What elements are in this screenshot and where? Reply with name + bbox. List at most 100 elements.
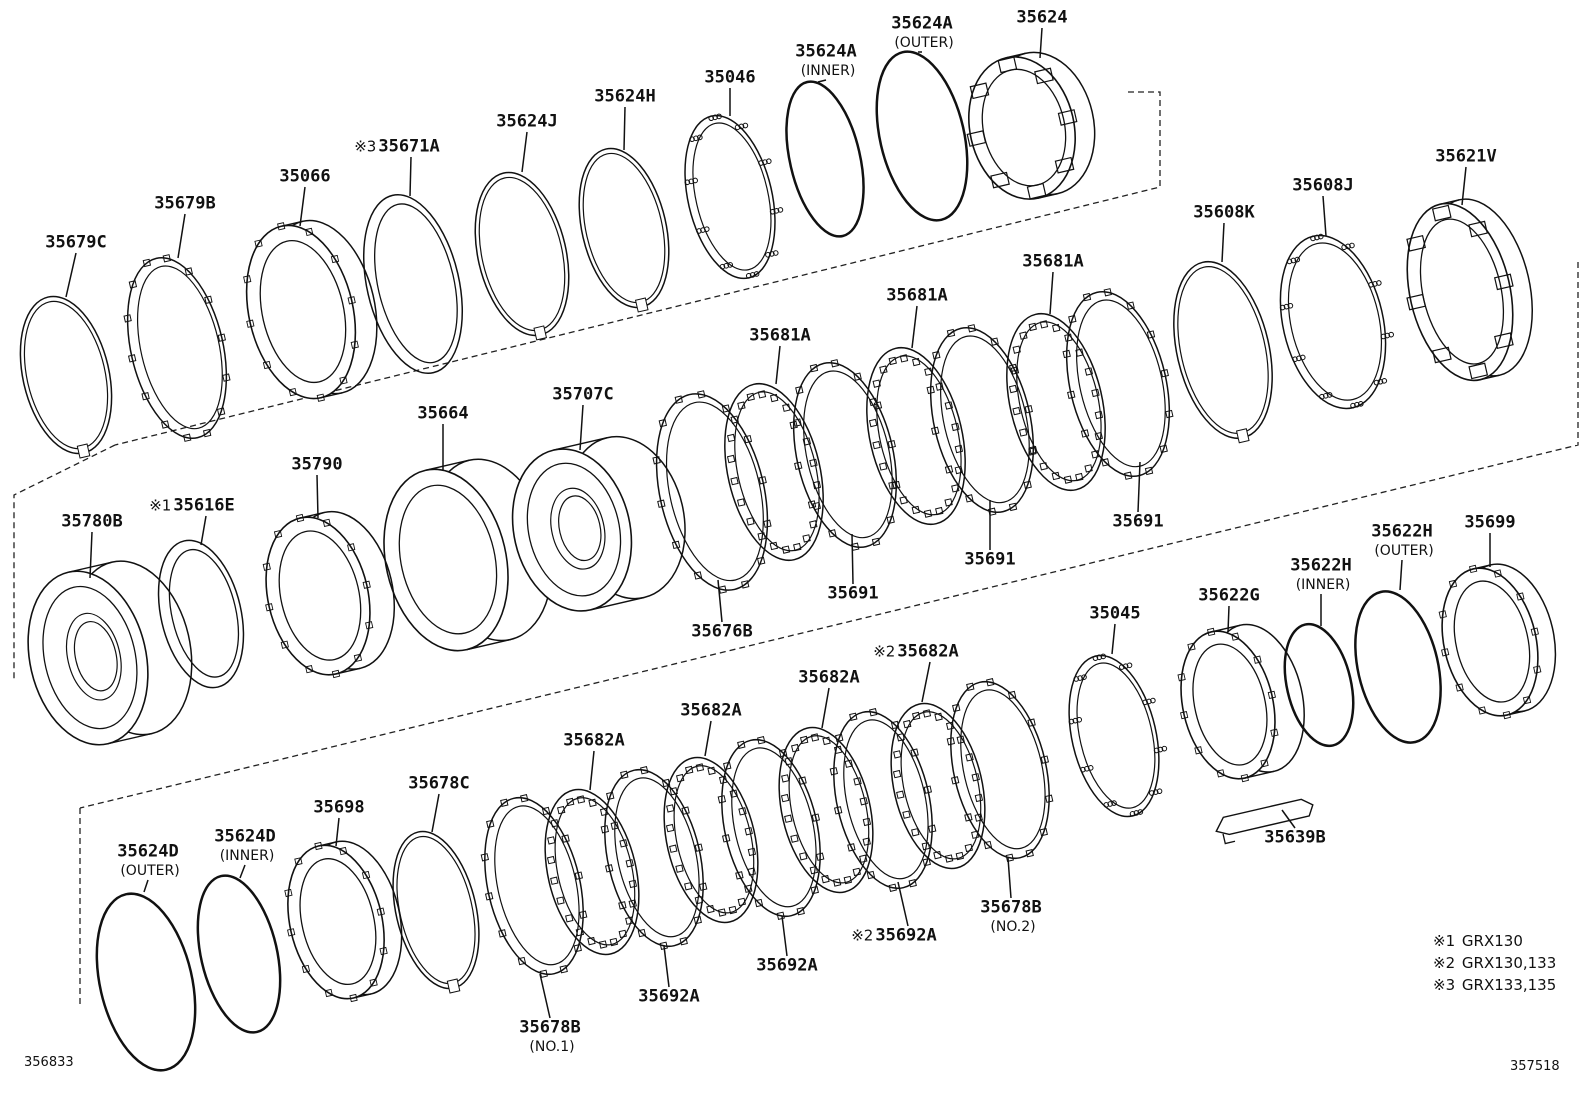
part-35678B-1 — [480, 794, 588, 978]
leader-35682A-2 — [821, 687, 830, 729]
callout-number: 35682A — [680, 700, 742, 721]
part-35624D-outer — [95, 892, 197, 1072]
callout-number: 35698 — [313, 797, 365, 818]
leader-35691-1 — [851, 533, 854, 585]
part-35691-2 — [926, 324, 1038, 516]
callout-35045: 35045 — [1089, 603, 1141, 624]
callout-35664: 35664 — [417, 403, 469, 424]
callout-sub-35678B-2: (NO.2) — [990, 919, 1036, 935]
part-35681A-3 — [1006, 312, 1106, 492]
callout-number: 35622H — [1290, 555, 1352, 576]
callout-number: 35682A — [798, 667, 860, 688]
callout-35624: 35624 — [1016, 7, 1068, 28]
part-35692A-3 — [600, 766, 708, 950]
callout-35622G: 35622G — [1198, 587, 1259, 605]
part-35622H-outer — [1354, 590, 1442, 744]
callout-number: 35676B — [691, 621, 753, 642]
callout-mark: ※3 — [354, 137, 377, 156]
callout-number: 35624H — [594, 86, 656, 107]
callout-number: 35622H — [1371, 521, 1433, 542]
callout-sub-35622H-inner: (INNER) — [1295, 577, 1351, 593]
notes-legend: ※1 GRX130 ※2 GRX130,133 ※3 GRX133,135 — [1433, 930, 1556, 996]
callout-35691-2: 35691 — [964, 549, 1016, 570]
callout-number: 35678B — [519, 1017, 581, 1038]
part-35045 — [1068, 653, 1168, 818]
part-35664 — [383, 458, 553, 652]
leader-35681A-1 — [775, 345, 781, 385]
leader-35678C — [431, 793, 440, 833]
leader-35621V — [1461, 166, 1467, 206]
callout-number: 35624 — [1016, 7, 1068, 28]
callout-number: 35045 — [1089, 603, 1141, 624]
callout-sub-35624D-outer: (OUTER) — [120, 863, 180, 879]
leader-35682A-1 — [921, 661, 931, 703]
callout-number: 35664 — [417, 403, 469, 424]
part-35679C — [19, 295, 113, 459]
part-35699 — [1438, 563, 1557, 720]
callout-sub-35678B-1: (NO.1) — [529, 1039, 575, 1055]
callout-35624H: 35624H — [594, 86, 656, 107]
callout-number: 35624A — [795, 41, 857, 62]
callout-number: 35678C — [408, 773, 470, 794]
callout-number: 35691 — [827, 583, 879, 604]
callout-35608K: 35608K — [1193, 204, 1254, 222]
part-35678B-2 — [946, 678, 1054, 862]
callout-number: 35790 — [291, 454, 343, 475]
leader-35622H-outer — [1399, 559, 1403, 591]
part-35066 — [243, 219, 378, 402]
part-35691-3 — [1062, 288, 1174, 480]
leader-35707C — [579, 404, 584, 451]
callout-35780B: 35780B — [61, 513, 122, 531]
leader-35624H — [623, 106, 626, 151]
callout-35046: 35046 — [704, 67, 756, 88]
callout-number: 35046 — [704, 67, 756, 88]
leader-35692A-1 — [897, 881, 909, 927]
part-35622H-inner — [1283, 622, 1355, 748]
part-35678C — [392, 830, 480, 994]
group-boundaries — [13, 91, 1579, 1005]
part-35622G — [1177, 623, 1305, 783]
callout-35639B: 35639B — [1264, 829, 1325, 847]
callout-35622H-outer: 35622H — [1371, 521, 1433, 542]
callout-sub-35624A-outer: (OUTER) — [894, 35, 954, 51]
leader-35624J — [521, 131, 528, 173]
leader-35682A-4 — [589, 750, 595, 791]
callout-number: 35624A — [891, 13, 953, 34]
callout-35678B-2: 35678B — [980, 899, 1041, 917]
leader-35679C — [65, 252, 77, 298]
callout-number: 35681A — [886, 285, 948, 306]
callout-number: 35621V — [1435, 146, 1497, 167]
part-35679B — [123, 254, 231, 442]
callout-number: 35692A — [638, 986, 700, 1007]
part-35682A-3 — [663, 756, 759, 924]
leader-35692A-3 — [663, 945, 670, 988]
leader-35678B-1 — [539, 973, 551, 1019]
callout-35676B: 35676B — [691, 621, 753, 642]
callout-35624A-inner: 35624A — [795, 41, 857, 62]
callout-35621V: 35621V — [1435, 146, 1497, 167]
callout-sub-35624D-inner: (INNER) — [219, 848, 275, 864]
parts-group — [19, 50, 1557, 1072]
part-35624A-outer — [875, 50, 969, 222]
part-35046 — [684, 113, 784, 280]
callout-number: 35066 — [279, 166, 331, 187]
callout-mark: ※2 — [873, 642, 896, 661]
part-35698 — [284, 840, 403, 1003]
callout-35692A-3: 35692A — [638, 986, 700, 1007]
callout-number: 35691 — [964, 549, 1016, 570]
illustration-code-right: 357518 — [1510, 1059, 1560, 1074]
callout-35682A-2: 35682A — [798, 667, 860, 688]
callout-35066: 35066 — [279, 166, 331, 187]
part-35608J — [1279, 233, 1394, 410]
part-35624A-inner — [785, 80, 865, 238]
callout-35691-1: 35691 — [827, 583, 879, 604]
callout-35624D-outer: 35624D — [117, 841, 179, 862]
callout-35691-3: 35691 — [1112, 513, 1163, 531]
callout-number: 35692A — [875, 925, 937, 946]
callout-number: 35624D — [117, 841, 179, 862]
callout-number: 35682A — [897, 641, 959, 662]
